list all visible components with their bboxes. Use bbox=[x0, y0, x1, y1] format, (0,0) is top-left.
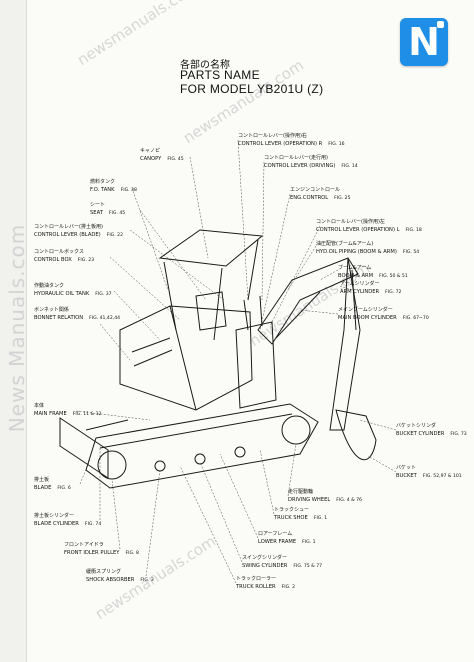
label-control-lever-operation-l: コントロールレバー(操作用)左 CONTROL LEVER (OPERATION… bbox=[316, 219, 422, 233]
blade-cylinder bbox=[85, 419, 129, 431]
blade-outline bbox=[59, 417, 109, 479]
hood-vents bbox=[131, 337, 173, 367]
boom-cylinder bbox=[275, 291, 321, 339]
idler-wheel bbox=[97, 450, 127, 480]
control-tower bbox=[235, 321, 277, 409]
drive-wheel bbox=[281, 415, 311, 445]
track-shoe-line bbox=[99, 413, 293, 449]
canopy-roof bbox=[158, 229, 264, 267]
boom bbox=[257, 257, 359, 345]
label-control-lever-operation-r: コントロールレバー(操作用)右 CONTROL LEVER (OPERATION… bbox=[238, 133, 345, 147]
upper-body bbox=[119, 305, 253, 411]
label-hyd-oil-piping: 油圧配管(ブーム&アーム) HYD.OIL PIPING (BOOM & ARM… bbox=[316, 241, 420, 255]
arm bbox=[329, 257, 361, 431]
logo-letter: N bbox=[408, 20, 440, 64]
seat-outline bbox=[195, 291, 227, 331]
hood-edges bbox=[119, 305, 197, 411]
newsmanuals-logo-icon[interactable]: N bbox=[400, 18, 448, 66]
label-control-lever-driving: コントロールレバー(走行用) CONTROL LEVER (DRIVING)FI… bbox=[264, 155, 358, 169]
leader-lines bbox=[75, 139, 397, 584]
title-japanese: 各部の名称 bbox=[180, 60, 230, 71]
canopy-posts bbox=[163, 239, 259, 341]
label-control-lever-blade: コントロールレバー(排土板用) CONTROL LEVER (BLADE)FIG… bbox=[34, 224, 123, 238]
bucket-outline bbox=[335, 409, 377, 460]
side-strip: News Manuals.com bbox=[0, 0, 29, 662]
control-levers bbox=[243, 295, 263, 331]
title-parts-name: PARTS NAME bbox=[180, 68, 260, 82]
logo-corner-mark bbox=[437, 21, 444, 28]
title-model: FOR MODEL YB201U (Z) bbox=[180, 82, 324, 96]
arm-cylinder-line bbox=[351, 269, 357, 331]
